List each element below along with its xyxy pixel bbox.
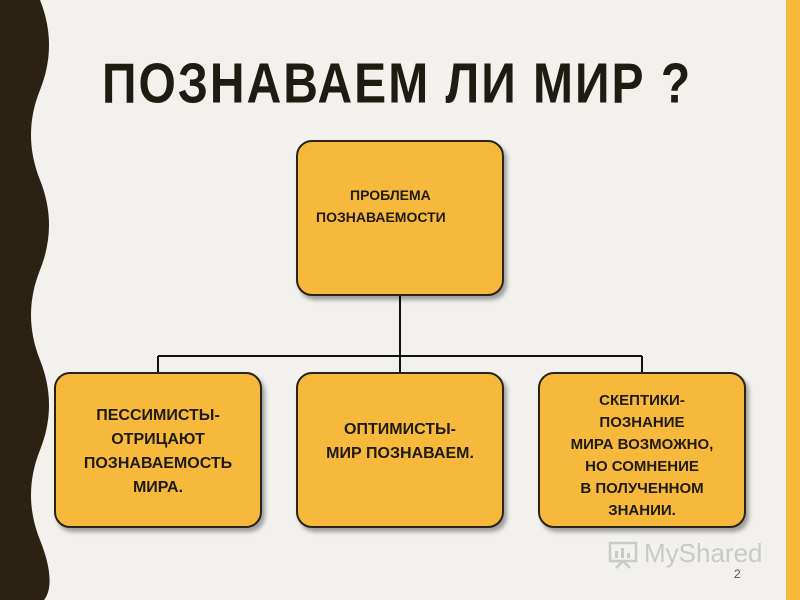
root-node-line: ПОЗНАВАЕМОСТИ [316,209,446,225]
pessimists-node-line: ПОЗНАВАЕМОСТЬ [83,455,233,472]
optimists-node-box: ОПТИМИСТЫ- МИР ПОЗНАВАЕМ. [296,372,504,528]
page-number: 2 [734,567,741,581]
skeptics-node-line: ПОЗНАНИЕ [599,414,685,431]
skeptics-node-box: СКЕПТИКИ- ПОЗНАНИЕ МИРА ВОЗМОЖНО, НО СОМ… [538,372,746,528]
decorative-wavy-band [0,0,50,600]
skeptics-node-line: МИРА ВОЗМОЖНО, [570,436,714,453]
pessimists-node-line: МИРА. [132,479,184,496]
watermark-text: MyShared [644,538,763,568]
optimists-node-line: МИР ПОЗНАВАЕМ. [326,445,474,462]
pessimists-node-line: ОТРИЦАЮТ [111,431,205,448]
watermark: MyShared [608,538,763,569]
skeptics-node-line: ЗНАНИИ. [608,502,676,519]
myshared-logo-icon [608,541,638,569]
optimists-node-line: ОПТИМИСТЫ- [344,421,456,438]
pessimists-node-box: ПЕССИМИСТЫ- ОТРИЦАЮТ ПОЗНАВАЕМОСТЬ МИРА. [54,372,262,528]
pessimists-node-line: ПЕССИМИСТЫ- [96,407,220,424]
root-node-line: ПРОБЛЕМА [350,187,431,203]
decorative-right-stripe [786,0,800,600]
skeptics-node-line: СКЕПТИКИ- [599,392,685,409]
skeptics-node-line: В ПОЛУЧЕННОМ [580,480,704,497]
slide-title: ПОЗНАВАЕМ ЛИ МИР ? [102,53,693,116]
root-node-box: ПРОБЛЕМА ПОЗНАВАЕМОСТИ [296,140,504,296]
skeptics-node-line: НО СОМНЕНИЕ [585,458,699,475]
